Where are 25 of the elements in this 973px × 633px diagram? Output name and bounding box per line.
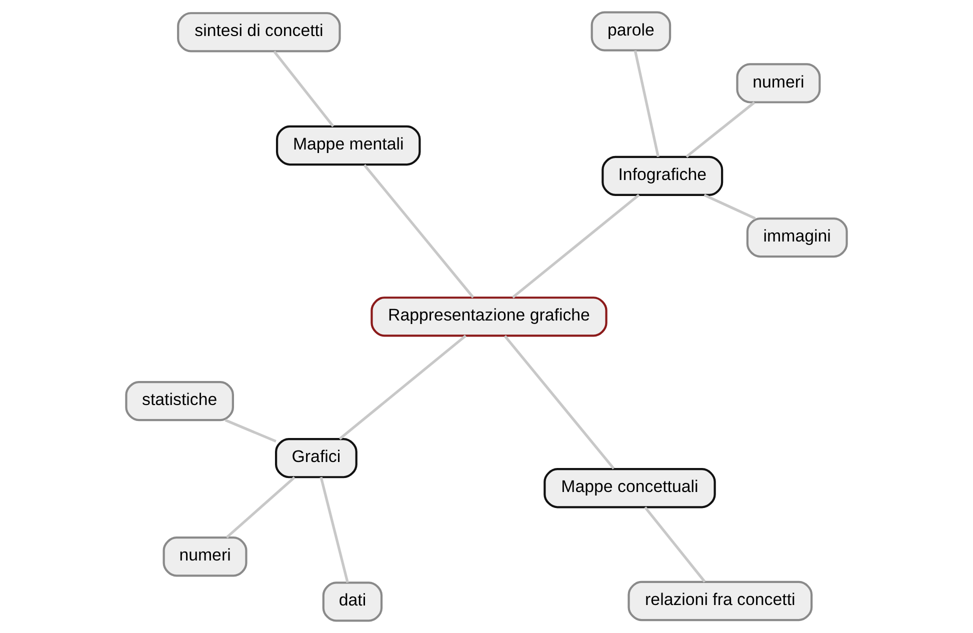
connector (686, 101, 756, 158)
node-box: immagini (746, 217, 848, 258)
connector (226, 476, 296, 538)
node-box: relazioni fra concetti (628, 580, 813, 622)
connector (363, 164, 474, 298)
node-box: parole (590, 11, 672, 52)
connector (634, 50, 660, 157)
connector (224, 418, 276, 442)
node-box: statistiche (125, 380, 234, 422)
connector (273, 50, 334, 128)
connector (320, 476, 349, 583)
node-box: dati (322, 582, 383, 622)
connector (644, 506, 706, 583)
node-box: sintesi di concetti (177, 12, 341, 52)
node-box: Grafici (275, 438, 358, 478)
node-box: Rappresentazione grafiche (370, 296, 608, 337)
node-box: Mappe mentali (276, 125, 421, 166)
node-box: numeri (162, 536, 248, 577)
node-box: Mappe concettuali (544, 468, 716, 508)
node-box: Infografiche (602, 156, 724, 196)
connector (512, 194, 640, 298)
connector (504, 335, 615, 470)
node-box: numeri (736, 63, 821, 104)
connector (704, 194, 756, 220)
connector (338, 334, 467, 440)
